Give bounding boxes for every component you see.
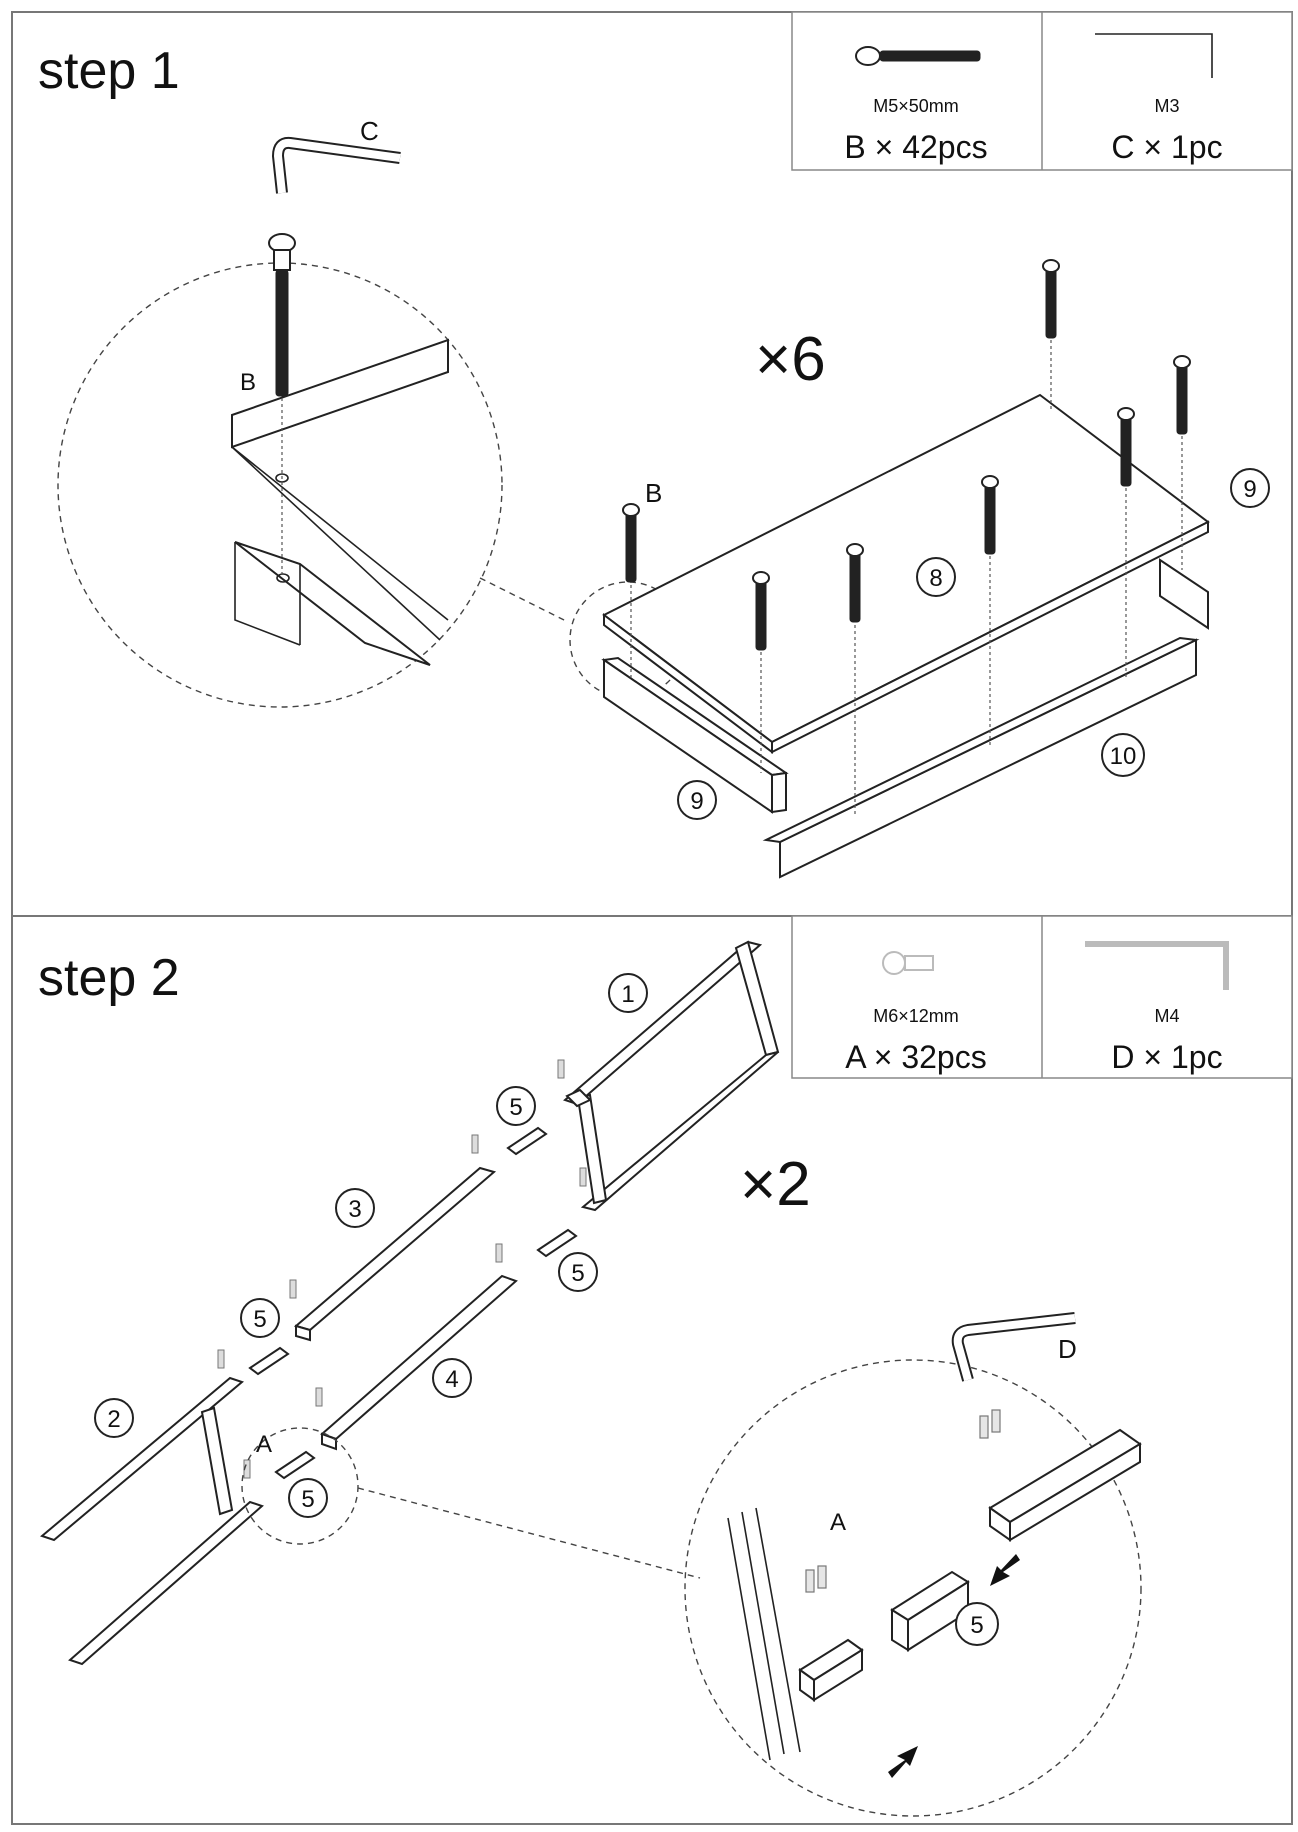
step1-parts-table: M5×50mm B × 42pcs M3 C × 1pc xyxy=(791,11,1293,171)
arrow-icon xyxy=(888,1746,918,1778)
rail-upper xyxy=(293,1166,497,1332)
connector xyxy=(536,1228,578,1258)
part-number-8: 8 xyxy=(916,557,956,597)
bolt-icon xyxy=(855,46,981,66)
side-panel-right xyxy=(1159,558,1209,630)
part-d-label: D × 1pc xyxy=(1111,1039,1222,1075)
svg-text:3: 3 xyxy=(348,1196,361,1223)
bolt-icon xyxy=(805,1409,1001,1593)
detail-leader xyxy=(479,577,569,623)
svg-text:9: 9 xyxy=(690,788,703,815)
svg-text:10: 10 xyxy=(1110,743,1137,770)
allen-key-icon xyxy=(1085,941,1229,990)
callout-bolt-detail: A xyxy=(830,1509,846,1536)
callout-key-d: D xyxy=(1058,1334,1077,1364)
arrow-icon xyxy=(990,1554,1020,1586)
callout-bolt-a: A xyxy=(256,1431,272,1458)
svg-text:8: 8 xyxy=(929,565,942,592)
part-number-10: 10 xyxy=(1101,733,1145,777)
bolt-icon xyxy=(882,951,934,975)
part-number-5-detail: 5 xyxy=(955,1602,999,1646)
part-c-label: C × 1pc xyxy=(1111,129,1222,165)
callout-bolt-detail: B xyxy=(240,369,256,396)
part-number-2: 2 xyxy=(94,1398,134,1438)
step2-detail-view xyxy=(684,1359,1142,1817)
part-number-9-right: 9 xyxy=(1230,468,1270,508)
callout-bolt-main: B xyxy=(645,478,662,508)
step1-assembly xyxy=(601,259,1210,879)
step1-multiplier: ×6 xyxy=(755,325,826,394)
part-number-5: 5 xyxy=(288,1478,328,1518)
detail-leader xyxy=(357,1487,701,1579)
detail-focus-ring xyxy=(241,1427,359,1545)
step1-detail-view xyxy=(57,233,503,708)
part-number-9-left: 9 xyxy=(677,780,717,820)
bolt-icon xyxy=(217,1059,587,1479)
part-c-spec: M3 xyxy=(1154,96,1179,116)
svg-text:5: 5 xyxy=(970,1612,983,1639)
allen-key-icon xyxy=(272,136,401,194)
step2-title: step 2 xyxy=(38,949,180,1007)
step2-assembly xyxy=(39,940,780,1666)
step2-frame xyxy=(11,915,1293,1825)
part-number-5: 5 xyxy=(240,1298,280,1338)
svg-text:5: 5 xyxy=(301,1486,314,1513)
step1-title: step 1 xyxy=(38,42,180,100)
bolt-icon xyxy=(268,233,296,397)
part-d-spec: M4 xyxy=(1154,1006,1179,1026)
frame-left xyxy=(39,1376,264,1666)
part-a-label: A × 32pcs xyxy=(845,1039,986,1075)
callout-key-c: C xyxy=(360,116,379,146)
part-number-5: 5 xyxy=(496,1086,536,1126)
connector xyxy=(274,1450,316,1480)
connector xyxy=(248,1346,290,1376)
allen-key-icon xyxy=(951,1312,1076,1382)
step2-multiplier: ×2 xyxy=(740,1150,811,1219)
step2-parts-table: M6×12mm A × 32pcs M4 D × 1pc xyxy=(791,915,1293,1079)
svg-text:5: 5 xyxy=(571,1260,584,1287)
part-number-5: 5 xyxy=(558,1252,598,1292)
allen-key-icon xyxy=(1095,33,1213,78)
svg-text:5: 5 xyxy=(253,1306,266,1333)
frame-right xyxy=(563,940,780,1212)
connector xyxy=(506,1126,548,1156)
svg-text:9: 9 xyxy=(1243,476,1256,503)
part-number-4: 4 xyxy=(432,1358,472,1398)
bolt-icon xyxy=(622,259,1191,651)
part-number-3: 3 xyxy=(335,1188,375,1228)
svg-text:4: 4 xyxy=(445,1366,458,1393)
svg-text:1: 1 xyxy=(621,981,634,1008)
part-number-1: 1 xyxy=(608,973,648,1013)
part-a-spec: M6×12mm xyxy=(873,1006,959,1026)
part-b-label: B × 42pcs xyxy=(844,129,987,165)
rail-lower xyxy=(320,1274,518,1441)
part-b-spec: M5×50mm xyxy=(873,96,959,116)
svg-text:2: 2 xyxy=(107,1406,120,1433)
svg-text:5: 5 xyxy=(509,1094,522,1121)
